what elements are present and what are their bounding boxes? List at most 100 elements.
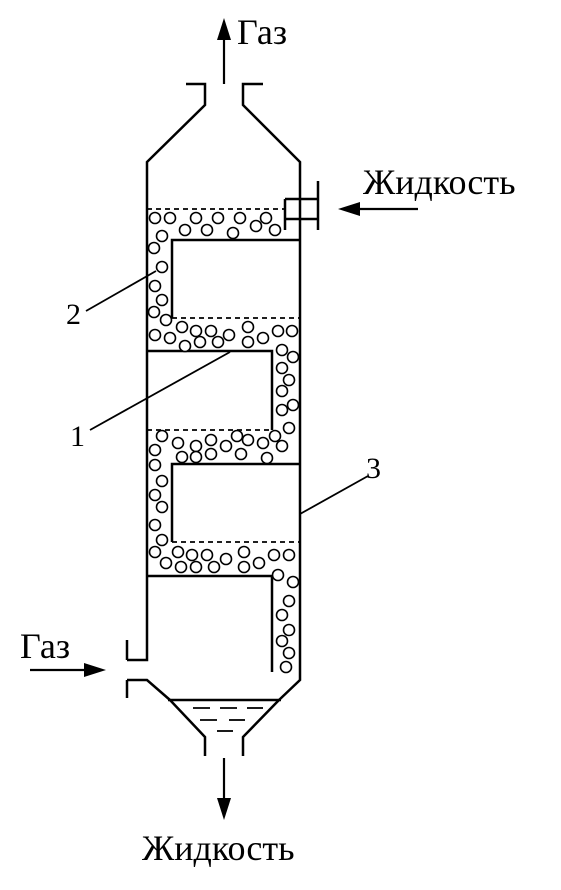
bubble [233, 211, 247, 225]
part-label-1: 1 [70, 420, 85, 453]
bubble [147, 241, 161, 255]
leader-1 [89, 351, 231, 431]
bubble [256, 331, 270, 345]
bubble [148, 545, 162, 559]
bubble [241, 335, 255, 349]
bubble [200, 223, 214, 237]
bubble [259, 211, 273, 225]
baffle-1 [170, 238, 300, 318]
bubble [148, 279, 162, 293]
bubble [282, 548, 296, 562]
bottom-cone-right [241, 699, 280, 756]
gas-in-arrow-head [84, 663, 106, 677]
bubble [163, 331, 177, 345]
bubble [148, 443, 162, 457]
bubble [282, 623, 296, 637]
bubble [260, 451, 274, 465]
bubble [148, 328, 162, 342]
bubble [159, 313, 173, 327]
bubble [282, 646, 296, 660]
bubble [178, 223, 192, 237]
bottom-liquid-dashes [193, 707, 263, 732]
liquid-outlet-label: Жидкость [142, 828, 295, 868]
bubble [241, 320, 255, 334]
bubble [189, 211, 203, 225]
bubble [219, 552, 233, 566]
bubble [234, 447, 248, 461]
bubble [174, 560, 188, 574]
leader-2 [85, 270, 157, 312]
bubble [155, 500, 169, 514]
bubble [155, 293, 169, 307]
bubble [226, 226, 240, 240]
part-label-2: 2 [66, 298, 81, 331]
bubble [171, 545, 185, 559]
gas-outlet-label: Газ [237, 12, 288, 52]
bubble [256, 436, 270, 450]
part-label-3: 3 [366, 452, 381, 485]
baffle-3 [170, 462, 300, 542]
bubble [204, 324, 218, 338]
bubble [204, 447, 218, 461]
bottom-left-wall [127, 678, 171, 701]
liquid-inlet-nozzle [283, 181, 320, 230]
bubble [282, 421, 296, 435]
liquid-in-arrow-head [338, 202, 360, 216]
bubble [275, 439, 289, 453]
bubble [282, 373, 296, 387]
bubble [275, 634, 289, 648]
leader-3 [299, 475, 369, 515]
bubble [286, 398, 300, 412]
bubble [275, 403, 289, 417]
bubble [175, 450, 189, 464]
bubble [148, 518, 162, 532]
gas-bubbles [147, 211, 300, 674]
bubble [275, 361, 289, 375]
bubble [189, 450, 203, 464]
bubble [204, 433, 218, 447]
bubble [189, 439, 203, 453]
bubble [268, 429, 282, 443]
bubble [175, 320, 189, 334]
bubble [200, 548, 214, 562]
bubble [271, 568, 285, 582]
bubble [148, 458, 162, 472]
bubble [211, 335, 225, 349]
bubble [230, 429, 244, 443]
bubble [241, 433, 255, 447]
gas-inlet-label: Газ [20, 626, 71, 666]
liquid-out-arrow-head [217, 798, 231, 820]
bubble [237, 560, 251, 574]
bubble [285, 324, 299, 338]
bubble [282, 594, 296, 608]
bubble [155, 260, 169, 274]
bubble [286, 575, 300, 589]
bubble [155, 474, 169, 488]
bubble [286, 350, 300, 364]
bubble [178, 339, 192, 353]
bubble [193, 335, 207, 349]
top-nozzle-left [127, 82, 207, 662]
bubble [189, 560, 203, 574]
bubble [249, 219, 263, 233]
bubble [148, 488, 162, 502]
bubble [155, 533, 169, 547]
top-nozzle-right [241, 82, 302, 701]
bubble [237, 545, 251, 559]
bubble [147, 305, 161, 319]
bubble [271, 324, 285, 338]
bubble [148, 211, 162, 225]
bubble [275, 343, 289, 357]
bubble [189, 324, 203, 338]
bubble [279, 660, 293, 674]
liquid-inlet-label: Жидкость [363, 162, 516, 202]
bubble [159, 556, 173, 570]
bubble [275, 384, 289, 398]
bubble [207, 560, 221, 574]
bubble [211, 211, 225, 225]
baffle-4 [147, 574, 274, 672]
bottom-cone-left [169, 699, 207, 756]
bubble [155, 429, 169, 443]
